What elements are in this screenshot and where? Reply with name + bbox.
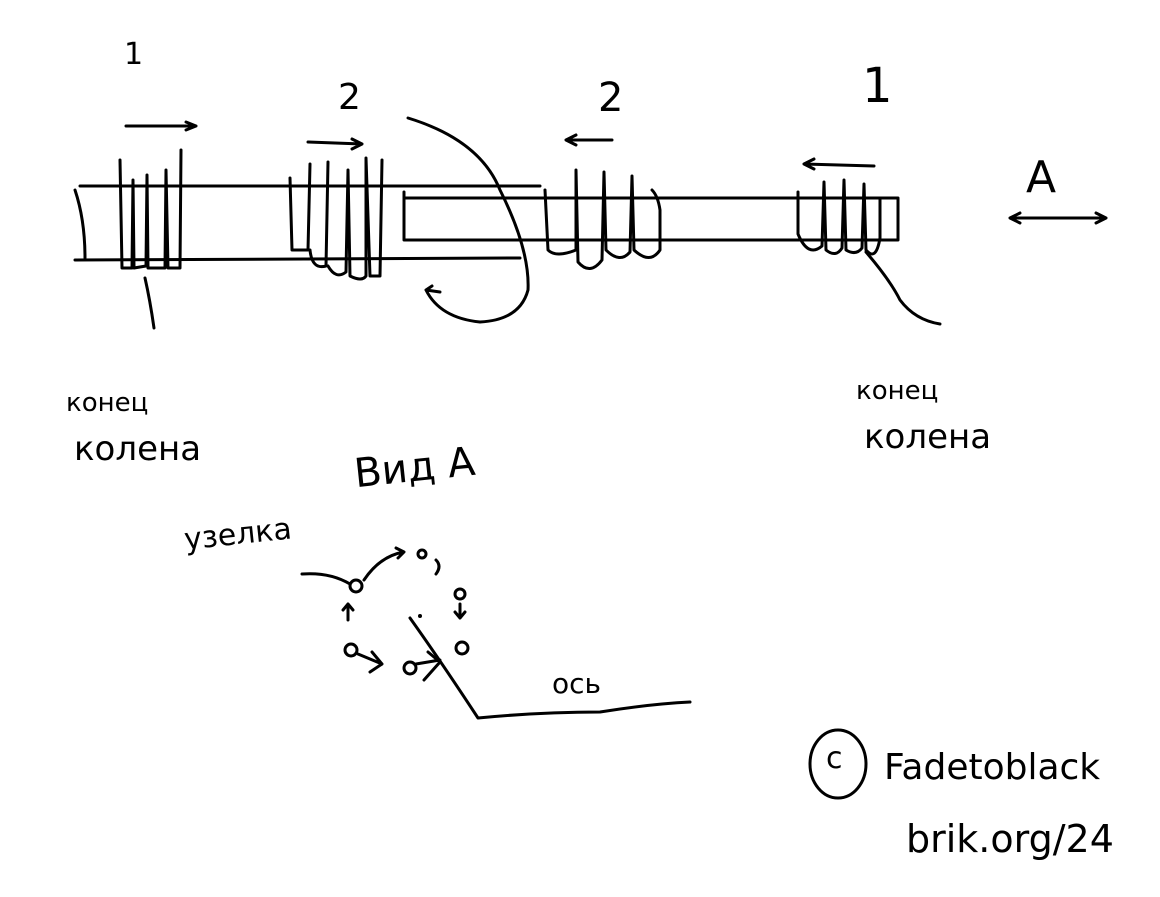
coil-right-2 [543, 168, 662, 270]
label-left-2: 2 [338, 77, 361, 118]
site-label: brik.org/24 [906, 817, 1114, 861]
view-marker: А [1026, 152, 1057, 203]
curve-arrow [406, 116, 530, 324]
coil-left-2 [288, 156, 384, 281]
axis-label: ось [552, 667, 602, 700]
copyright-symbol: c [826, 741, 843, 776]
label-right-2: 2 [598, 75, 624, 121]
coil-right-1 [796, 178, 942, 326]
label-right-1: 1 [862, 58, 893, 114]
label-left-1: 1 [124, 37, 144, 72]
right-end-line1: конец [856, 376, 939, 406]
left-end-line1: конец [66, 388, 149, 418]
view-title: Вид А [351, 438, 478, 498]
copyright-circle [808, 728, 868, 800]
direction-arrows [124, 120, 1108, 225]
ring-view [300, 546, 692, 720]
author-signature: Fadetoblack [884, 747, 1101, 788]
coil-left-1 [118, 148, 183, 330]
left-end-line2: колена [74, 429, 202, 469]
rod [73, 184, 900, 262]
right-end-line2: колена [864, 417, 992, 457]
